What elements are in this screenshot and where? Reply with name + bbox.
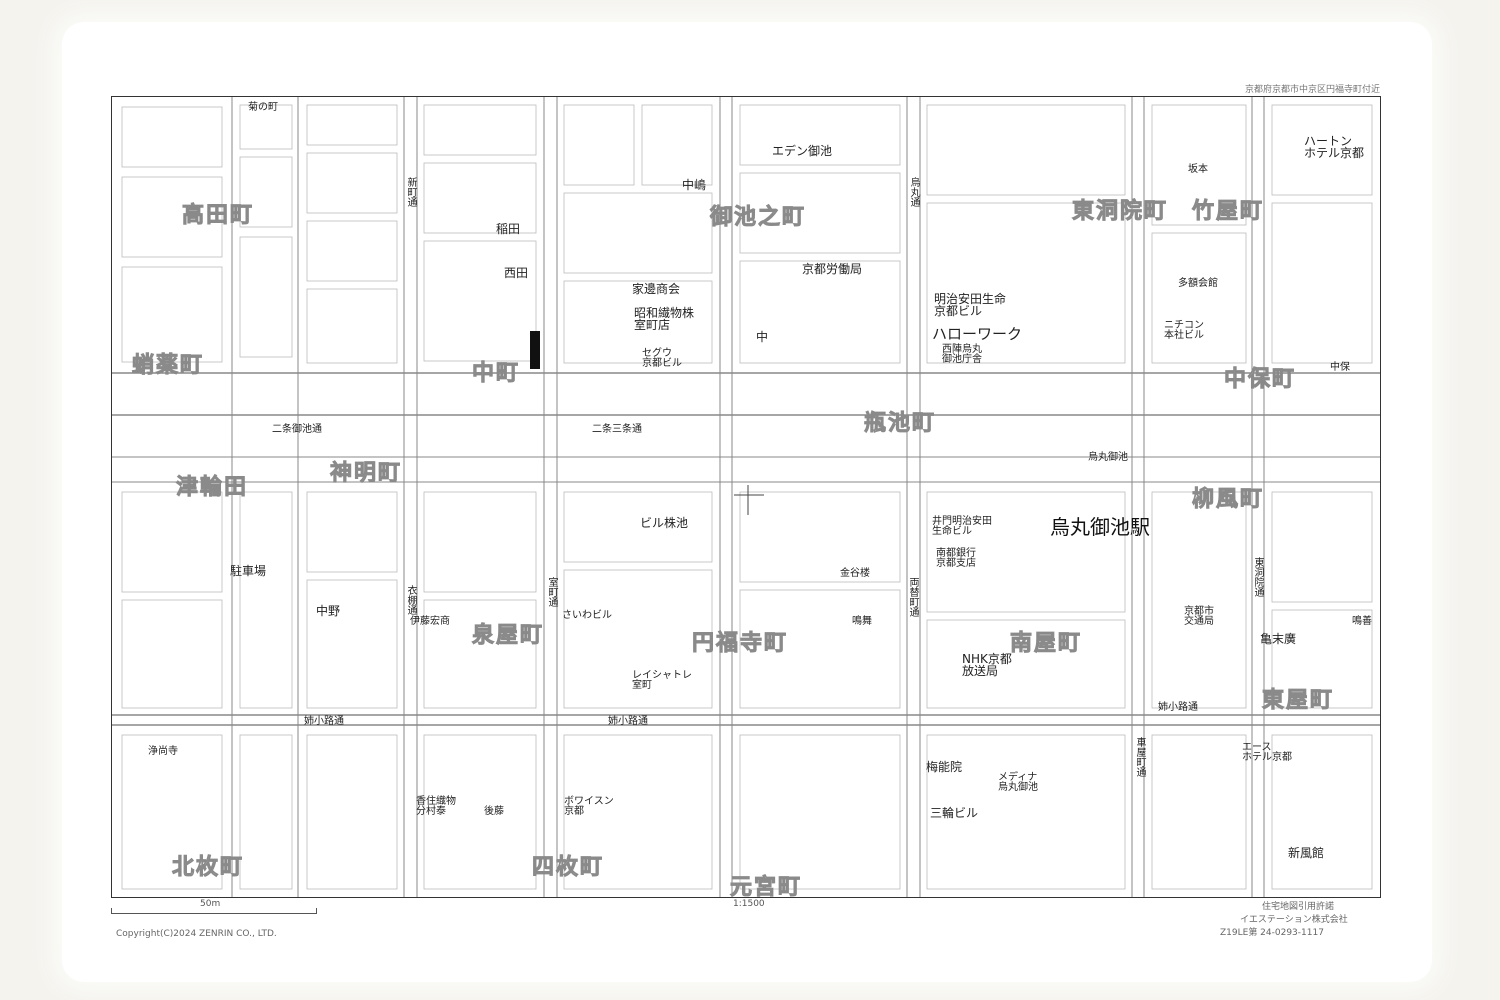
street-label: 姉小路通 bbox=[1158, 702, 1198, 713]
building-label: 浄尚寺 bbox=[148, 746, 178, 757]
building-label: 中野 bbox=[316, 604, 341, 618]
publisher-line: 住宅地図引用許諾 bbox=[1262, 902, 1335, 912]
town-label: 蛸薬町 bbox=[132, 353, 205, 379]
building-label: レイシャトレ 室町 bbox=[632, 670, 692, 691]
map-address: 京都府京都市中京区円福寺町付近 bbox=[1244, 85, 1380, 95]
street-label: 姉小路通 bbox=[608, 716, 648, 727]
publisher-line: イエステーション株式会社 bbox=[1240, 915, 1348, 925]
building-label: 稲田 bbox=[496, 222, 521, 236]
town-label: 柳風町 bbox=[1192, 487, 1265, 513]
building-label: 家邊商会 bbox=[632, 282, 681, 296]
building-label: 鳴善 bbox=[1352, 616, 1372, 627]
building-label: セグウ 京都ビル bbox=[642, 348, 682, 369]
town-label: 円福寺町 bbox=[692, 631, 789, 657]
building-label: 坂本 bbox=[1188, 164, 1208, 175]
building-label: 梅能院 bbox=[926, 760, 963, 774]
town-label: 津輪田 bbox=[176, 475, 249, 501]
building-label: 烏丸御池 bbox=[1088, 452, 1128, 463]
building-label: エース ホテル京都 bbox=[1242, 742, 1292, 763]
building-label: 南都銀行 京都支店 bbox=[936, 548, 976, 569]
town-label: 元宮町 bbox=[730, 875, 803, 898]
town-label: 泉屋町 bbox=[472, 623, 545, 649]
target-parcel-marker bbox=[530, 331, 540, 369]
town-label: 高田町 bbox=[182, 203, 255, 229]
building-label: ハローワーク bbox=[932, 325, 1023, 343]
building-label: ビル株池 bbox=[640, 516, 689, 530]
building-label: ハートン ホテル京都 bbox=[1304, 134, 1365, 160]
building-label: 井門明治安田 生命ビル bbox=[932, 516, 992, 537]
building-label: ニチコン 本社ビル bbox=[1164, 320, 1204, 341]
building-label: 後藤 bbox=[484, 806, 504, 817]
building-label: 中嶋 bbox=[682, 178, 707, 192]
publisher-line: Z19LE第 24-0293-1117 bbox=[1220, 928, 1324, 938]
building-label: 西陣烏丸 御池庁舎 bbox=[942, 344, 982, 365]
street-grid bbox=[112, 97, 1380, 897]
building-label: 三輪ビル bbox=[930, 806, 979, 820]
town-label: 中保町 bbox=[1224, 367, 1297, 393]
town-label: 中町 bbox=[472, 361, 521, 387]
building-label: 中 bbox=[756, 330, 769, 344]
building-label: メディナ 烏丸御池 bbox=[998, 772, 1038, 793]
copyright: Copyright(C)2024 ZENRIN CO., LTD. bbox=[116, 929, 277, 939]
building-label: 新風館 bbox=[1288, 846, 1325, 860]
building-label: 駐車場 bbox=[230, 564, 267, 578]
building-label: 西田 bbox=[504, 266, 529, 280]
building-label: さいわビル bbox=[562, 610, 612, 621]
building-label: エデン御池 bbox=[772, 144, 833, 158]
street-label: 室町通 bbox=[546, 577, 557, 607]
town-label: 北枚町 bbox=[172, 855, 245, 881]
building-label: 鳴舞 bbox=[852, 616, 872, 627]
street-label: 烏丸通 bbox=[908, 177, 919, 207]
scale-label: 50m bbox=[200, 899, 221, 909]
town-label: 御池之町 bbox=[710, 205, 807, 231]
street-label: 二条三条通 bbox=[592, 424, 642, 435]
street-label: 姉小路通 bbox=[304, 716, 344, 727]
town-label: 四枚町 bbox=[532, 855, 605, 881]
building-label: 伊藤宏商 bbox=[410, 616, 450, 627]
station-label[interactable]: 烏丸御池駅 bbox=[1050, 515, 1150, 539]
scale-ratio: 1:1500 bbox=[733, 899, 765, 909]
street-label: 車屋町通 bbox=[1134, 737, 1145, 777]
town-label: 竹屋町 bbox=[1192, 199, 1265, 225]
building-label: 多額会館 bbox=[1178, 278, 1218, 289]
street-label: 東洞院通 bbox=[1252, 557, 1263, 597]
residential-map[interactable]: 津輪田 神明町 高田町 御池之町 中町 瓶池町 東洞院町 竹屋町 円福寺町 南屋… bbox=[111, 96, 1381, 898]
building-label: 金谷楼 bbox=[840, 568, 870, 579]
street-label: 新町通 bbox=[405, 177, 416, 207]
building-label: 昭和繊物株 室町店 bbox=[634, 306, 695, 332]
street-label: 二条御池通 bbox=[272, 424, 322, 435]
building-label: 亀末廣 bbox=[1260, 632, 1297, 646]
street-label: 両替町通 bbox=[907, 577, 918, 617]
town-label: 南屋町 bbox=[1010, 631, 1083, 657]
town-label: 東洞院町 bbox=[1072, 199, 1169, 225]
building-label: NHK京都 放送局 bbox=[962, 652, 1012, 678]
street-label: 衣棚通 bbox=[405, 585, 416, 615]
building-label: 中保 bbox=[1330, 362, 1350, 373]
town-label: 東屋町 bbox=[1262, 688, 1335, 714]
building-label: 菊の町 bbox=[248, 102, 278, 113]
scale-bar bbox=[111, 908, 317, 914]
town-label: 瓶池町 bbox=[864, 411, 937, 437]
building-label: 京都労働局 bbox=[802, 262, 863, 276]
building-label: 香住織物 分村泰 bbox=[416, 796, 456, 817]
building-label: ボワイスン 京都 bbox=[564, 796, 614, 817]
town-label: 神明町 bbox=[330, 461, 403, 487]
building-label: 京都市 交通局 bbox=[1184, 606, 1214, 627]
building-label: 明治安田生命 京都ビル bbox=[934, 292, 1007, 318]
